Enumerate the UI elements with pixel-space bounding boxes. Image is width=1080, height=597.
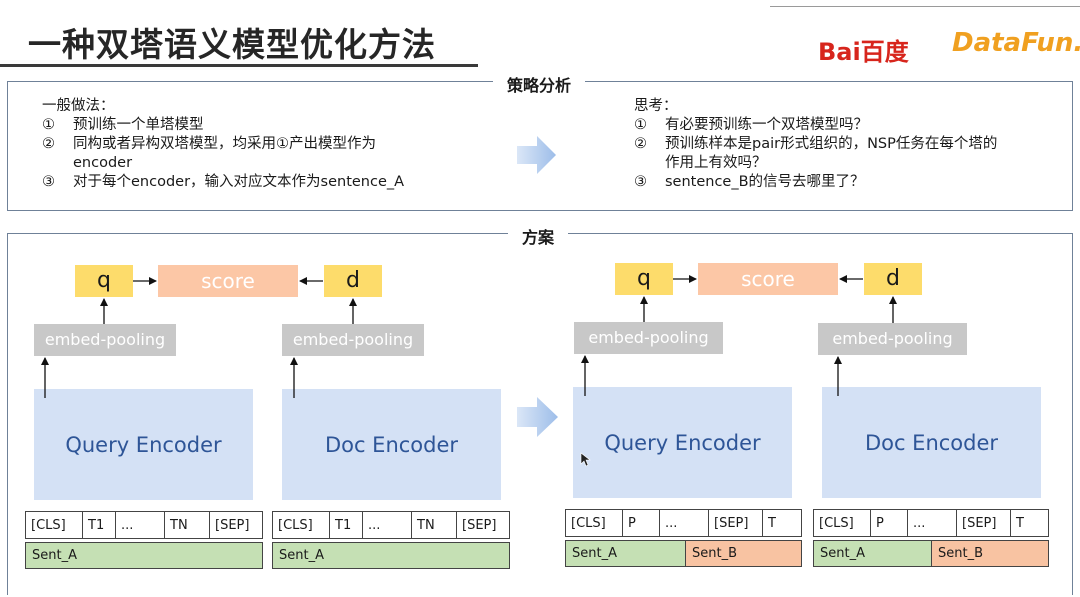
- token-cell: ...: [908, 510, 957, 536]
- strategy-right-heading: 思考：: [634, 98, 678, 114]
- token-cell: ...: [660, 510, 709, 536]
- strategy-left-item-1: 预训练一个单塔模型: [73, 117, 204, 133]
- strategy-left-item-2-cont: encoder: [73, 155, 133, 171]
- left-doc-segment-row: Sent_A: [272, 542, 510, 569]
- strategy-right-item-2-cont: 作用上有效吗？: [665, 155, 767, 171]
- token-cell: [CLS]: [814, 510, 871, 536]
- token-cell: [CLS]: [26, 512, 83, 538]
- strategy-left-item-3: 对于每个encoder，输入对应文本作为sentence_A: [73, 174, 405, 190]
- left-query-embed-pooling: embed-pooling: [34, 324, 176, 356]
- item-number: ①: [634, 117, 647, 133]
- token-cell: [SEP]: [215, 517, 250, 533]
- token-cell: T: [1016, 515, 1024, 531]
- token-cell: [SEP]: [462, 517, 497, 533]
- baidu-logo: Bai百度: [818, 38, 909, 66]
- token-cell: T1: [330, 512, 363, 538]
- right-query-vector: q: [615, 263, 673, 295]
- token-cell: TN: [165, 512, 210, 538]
- segment-sent-b: Sent_B: [685, 541, 801, 566]
- strategy-right-item-2: 预训练样本是pair形式组织的，NSP任务在每个塔的: [665, 136, 998, 152]
- left-query-encoder: Query Encoder: [34, 389, 253, 500]
- solution-section-label: 方案: [508, 224, 569, 248]
- segment-sent-a: Sent_A: [566, 541, 685, 566]
- transition-arrow-icon: [517, 136, 556, 174]
- strategy-right-text: 思考： ① 有必要预训练一个双塔模型吗？ ② 预训练样本是pair形式组织的，NSP…: [634, 97, 997, 192]
- right-query-segment-row: Sent_A Sent_B: [565, 540, 802, 567]
- left-score-box: score: [158, 265, 298, 297]
- token-cell: [SEP]: [957, 510, 1011, 536]
- right-score-box: score: [698, 263, 838, 295]
- right-doc-segment-row: Sent_A Sent_B: [813, 540, 1049, 567]
- token-cell: [SEP]: [709, 510, 763, 536]
- page-title: 一种双塔语义模型优化方法: [28, 25, 436, 64]
- item-number: ③: [42, 174, 55, 190]
- token-cell: P: [623, 510, 660, 536]
- left-query-segment-row: Sent_A: [25, 542, 263, 569]
- transition-arrow-icon: [517, 397, 558, 437]
- item-number: ②: [634, 136, 647, 152]
- token-cell: P: [871, 510, 908, 536]
- strategy-left-item-2: 同构或者异构双塔模型，均采用①产出模型作为: [73, 136, 376, 152]
- left-doc-embed-pooling: embed-pooling: [282, 324, 424, 356]
- segment-sent-a: Sent_A: [273, 543, 509, 568]
- right-query-embed-pooling: embed-pooling: [574, 322, 723, 354]
- right-doc-vector: d: [864, 263, 922, 295]
- token-cell: T: [768, 515, 776, 531]
- item-number: ③: [634, 174, 647, 190]
- token-cell: T1: [83, 512, 116, 538]
- right-doc-embed-pooling: embed-pooling: [818, 323, 967, 355]
- mouse-cursor-icon: [580, 452, 591, 467]
- left-query-token-row: [CLS] T1 ... TN [SEP]: [25, 511, 263, 539]
- right-doc-token-row: [CLS] P ... [SEP] T: [813, 509, 1049, 537]
- token-cell: ...: [116, 512, 165, 538]
- strategy-section-label: 策略分析: [493, 72, 586, 96]
- strategy-right-item-1: 有必要预训练一个双塔模型吗？: [665, 117, 868, 133]
- token-cell: [CLS]: [273, 512, 330, 538]
- right-query-token-row: [CLS] P ... [SEP] T: [565, 509, 802, 537]
- strategy-right-item-3: sentence_B的信号去哪里了？: [665, 174, 865, 190]
- left-doc-encoder: Doc Encoder: [282, 389, 501, 500]
- token-cell: [CLS]: [566, 510, 623, 536]
- header-divider: [770, 6, 1080, 7]
- left-query-vector: q: [75, 265, 133, 297]
- segment-sent-b: Sent_B: [931, 541, 1048, 566]
- right-doc-encoder: Doc Encoder: [822, 387, 1041, 498]
- left-doc-vector: d: [324, 265, 382, 297]
- right-query-encoder: Query Encoder: [573, 387, 792, 498]
- strategy-left-heading: 一般做法：: [42, 98, 115, 114]
- segment-sent-a: Sent_A: [814, 541, 931, 566]
- item-number: ①: [42, 117, 55, 133]
- datafun-logo: DataFun.: [952, 28, 1080, 58]
- item-number: ②: [42, 136, 55, 152]
- title-underline: [0, 64, 478, 67]
- left-doc-token-row: [CLS] T1 ... TN [SEP]: [272, 511, 510, 539]
- token-cell: TN: [412, 512, 457, 538]
- token-cell: ...: [363, 512, 412, 538]
- segment-sent-a: Sent_A: [26, 543, 262, 568]
